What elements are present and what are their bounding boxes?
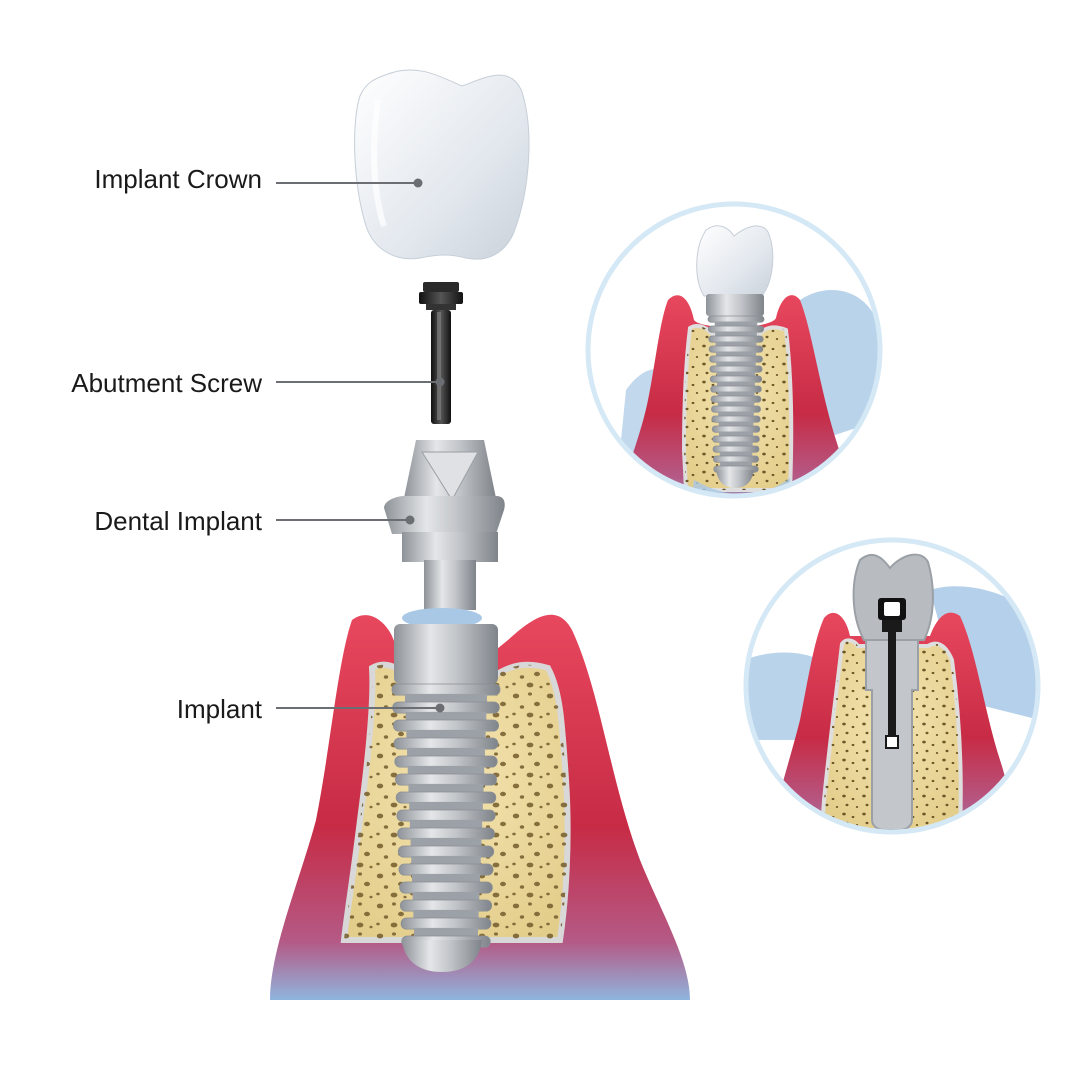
implant-thread-core: [716, 361, 756, 367]
implant-thread: [710, 395, 762, 403]
implant-thread: [712, 445, 760, 453]
implant-thread-core: [404, 693, 488, 703]
implant-thread-core: [414, 927, 478, 937]
implant-thread-core: [411, 873, 481, 883]
implant-thread-core: [719, 451, 753, 457]
implant-thread: [709, 365, 763, 373]
implant-thread-core: [405, 711, 487, 721]
label-dental-implant: Dental Implant: [94, 506, 262, 536]
implant-thread: [391, 683, 501, 696]
implant-thread-core: [407, 765, 485, 775]
implant-thread-core: [715, 341, 757, 347]
implant-thread: [711, 405, 761, 413]
implant-thread: [398, 863, 494, 876]
implant-thread: [397, 845, 495, 858]
implant-thread-core: [717, 391, 755, 397]
implant-thread: [708, 345, 764, 353]
implant-thread-core: [406, 729, 486, 739]
implant-thread-core: [716, 371, 756, 377]
implant-thread-core: [407, 747, 485, 757]
implant-thread-core: [409, 801, 483, 811]
implant-in-gum-icon: [585, 201, 883, 499]
implant-thread: [396, 809, 496, 822]
label-abutment-screw: Abutment Screw: [71, 368, 262, 398]
implant-crown: [354, 69, 530, 260]
implant-thread: [392, 719, 500, 732]
implant-thread: [393, 737, 499, 750]
label-implant: Implant: [176, 694, 262, 724]
implant-thread: [400, 917, 492, 930]
implant-thread-core: [717, 401, 755, 407]
implant-thread: [710, 385, 762, 393]
implant-thread: [707, 325, 765, 333]
implant-thread-core: [717, 381, 755, 387]
abutment-screw: [419, 282, 463, 424]
implant-thread: [709, 355, 763, 363]
implant-thread: [395, 791, 497, 804]
implant-thread: [711, 415, 761, 423]
implant-thread-core: [715, 331, 757, 337]
implant-thread: [707, 315, 765, 323]
implant-thread-core: [413, 909, 479, 919]
implant-thread-core: [409, 819, 483, 829]
implant-thread-core: [720, 461, 752, 467]
leader-lines: [276, 178, 445, 713]
implant-thread-core: [719, 441, 753, 447]
implant-thread-core: [410, 837, 482, 847]
implant-thread: [395, 773, 497, 786]
implant-thread: [709, 375, 763, 383]
implant-thread: [399, 899, 493, 912]
implant-thread-core: [412, 891, 480, 901]
implant-thread-core: [718, 431, 754, 437]
implant: [391, 608, 501, 972]
implant-thread: [394, 755, 498, 768]
implant-thread-core: [715, 351, 757, 357]
implant-cross-section-icon: [743, 537, 1041, 835]
dental-implant: [384, 440, 505, 610]
implant-thread: [399, 881, 493, 894]
implant-thread: [397, 827, 495, 840]
implant-thread: [711, 425, 761, 433]
implant-thread-core: [718, 411, 754, 417]
implant-thread-core: [408, 783, 484, 793]
implant-thread-core: [411, 855, 481, 865]
implant-thread-core: [714, 321, 758, 327]
label-implant-crown: Implant Crown: [94, 164, 262, 194]
implant-thread: [712, 455, 760, 463]
implant-thread: [708, 335, 764, 343]
implant-thread: [712, 435, 760, 443]
implant-thread-core: [718, 421, 754, 427]
